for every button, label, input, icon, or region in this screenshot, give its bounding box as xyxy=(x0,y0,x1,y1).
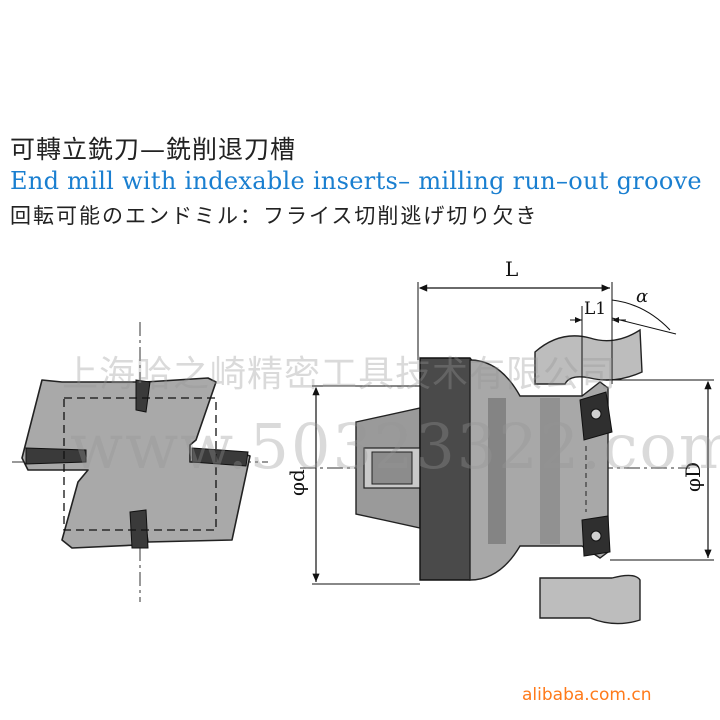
end-view-insert-right xyxy=(191,447,249,467)
end-view-insert-top xyxy=(135,379,151,413)
label-L: L xyxy=(505,257,518,281)
watermark-url: www.50323322.com xyxy=(70,410,720,483)
workpiece-bottom xyxy=(539,574,641,625)
title-japanese: 回転可能のエンドミル：フライス切削逃げ切り欠き xyxy=(10,204,539,228)
label-phi-d: φd xyxy=(285,469,309,496)
end-view-insert-bottom xyxy=(129,509,149,549)
title-chinese: 可轉立銑刀—銑削退刀槽 xyxy=(10,135,297,164)
label-phi-D: φD xyxy=(681,462,705,492)
side-view: L L1 α φd φD xyxy=(285,257,714,625)
title-english: End mill with indexable inserts– milling… xyxy=(10,167,702,195)
end-view xyxy=(12,322,268,602)
end-view-insert-left xyxy=(25,447,87,465)
watermark-company: 上海哈之崎精密工具技术有限公司 xyxy=(62,354,618,395)
label-alpha: α xyxy=(636,286,648,307)
workpiece-top xyxy=(534,328,643,385)
dimension-alpha-arc xyxy=(611,299,671,331)
end-view-body xyxy=(21,377,251,549)
footer-site: alibaba.com.cn xyxy=(522,685,652,705)
label-L1: L1 xyxy=(584,299,606,319)
